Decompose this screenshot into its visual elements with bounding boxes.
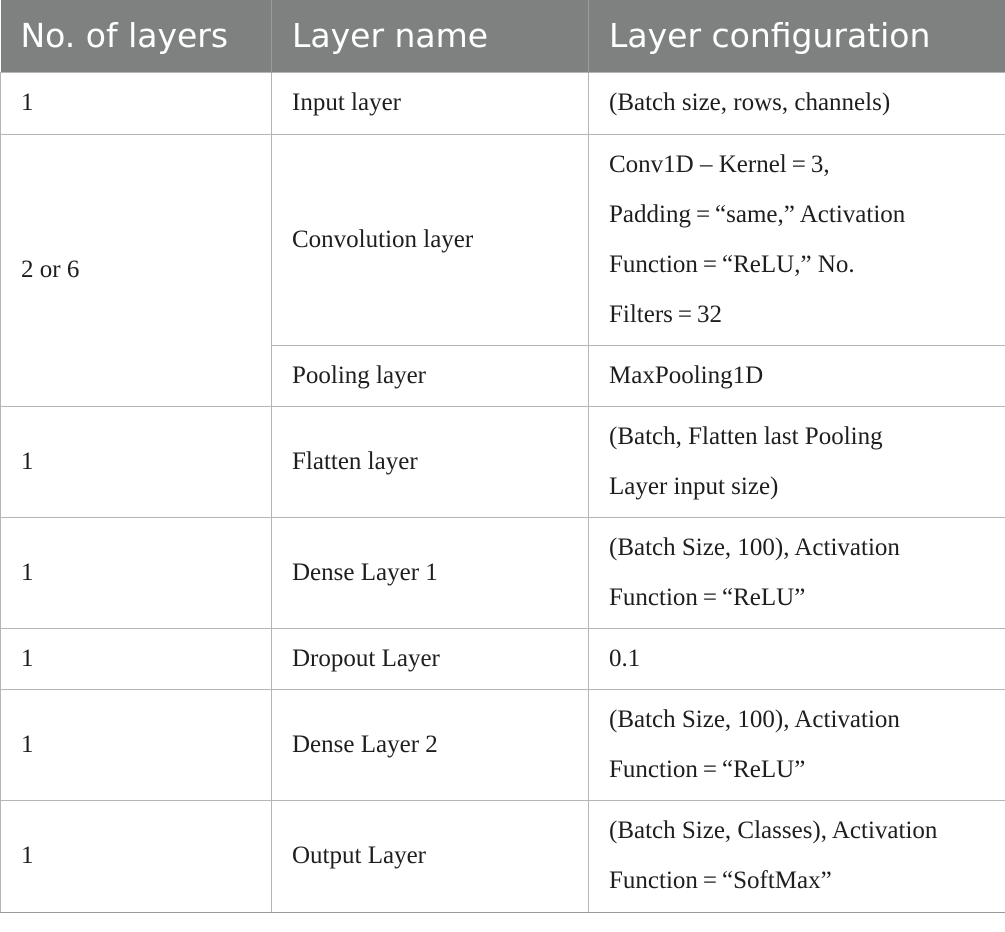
cell-layer-name: Dense Layer 2 [271, 688, 589, 801]
cell-layer-name: Pooling layer [271, 344, 589, 407]
cell-layer-name: Output Layer [271, 799, 589, 913]
table-row: 1 Flatten layer (Batch, Flatten last Poo… [0, 405, 1005, 518]
config-line: (Batch Size, 100), Activation [609, 533, 900, 561]
cell-count: 1 [0, 799, 272, 913]
cell-layer-name: Input layer [271, 71, 589, 135]
config-line: 0.1 [609, 644, 641, 672]
config-line: Conv1D – Kernel = 3, [609, 150, 830, 178]
cell-count: 1 [0, 71, 272, 135]
cell-layer-name: Convolution layer [271, 133, 589, 346]
table-row: 1 Dense Layer 2 (Batch Size, 100), Activ… [0, 688, 1005, 801]
cell-count: 1 [0, 627, 272, 690]
table-row: 2 or 6 Convolution layer Conv1D – Kernel… [0, 133, 1005, 407]
table-row: 1 Dense Layer 1 (Batch Size, 100), Activ… [0, 516, 1005, 629]
cell-config: (Batch, Flatten last Pooling Layer input… [588, 405, 1005, 518]
cell-config: (Batch size, rows, channels) [588, 71, 1005, 135]
config-line: (Batch Size, Classes), Activation [609, 817, 938, 844]
config-line: Function = “ReLU” [609, 583, 806, 611]
table-header: No. of layers Layer name Layer configura… [0, 0, 1005, 72]
cell-layer-name: Dropout Layer [271, 627, 589, 690]
cell-config: (Batch Size, 100), Activation Function =… [588, 688, 1005, 801]
cell-count: 1 [0, 516, 272, 629]
config-line: MaxPooling1D [609, 361, 764, 389]
config-line: Function = “SoftMax” [609, 867, 832, 894]
config-line: Filters = 32 [609, 300, 723, 328]
config-line: Function = “ReLU” [609, 755, 806, 783]
config-line: Padding = “same,” Activation [609, 200, 906, 228]
table-row: Pooling layer MaxPooling1D [1, 344, 1005, 407]
cell-config: (Batch Size, 100), Activation Function =… [588, 516, 1005, 629]
header-layer-name: Layer name [271, 0, 589, 72]
cell-layer-name: Flatten layer [271, 405, 589, 518]
cell-config: (Batch Size, Classes), Activation Functi… [588, 799, 1005, 913]
cell-count: 1 [0, 688, 272, 801]
cell-config: 0.1 [588, 627, 1005, 690]
config-line: (Batch Size, 100), Activation [609, 705, 900, 733]
config-line: (Batch size, rows, channels) [609, 89, 891, 116]
cell-count: 2 or 6 [0, 133, 272, 407]
header-row: No. of layers Layer name Layer configura… [0, 0, 1005, 72]
header-no-of-layers: No. of layers [0, 0, 272, 72]
table-row: 1 Output Layer (Batch Size, Classes), Ac… [0, 799, 1005, 913]
table-row: 1 Input layer (Batch size, rows, channel… [0, 71, 1005, 135]
table-body: 1 Input layer (Batch size, rows, channel… [0, 71, 1005, 913]
cell-config: Conv1D – Kernel = 3, Padding = “same,” A… [588, 133, 1005, 346]
config-line: Function = “ReLU,” No. [609, 250, 855, 278]
cell-config: MaxPooling1D [588, 344, 1005, 407]
header-layer-configuration: Layer configuration [588, 0, 1005, 72]
table-row: 1 Dropout Layer 0.1 [0, 627, 1005, 690]
layer-configuration-table: No. of layers Layer name Layer configura… [0, 0, 1005, 913]
cell-layer-name: Dense Layer 1 [271, 516, 589, 629]
config-line: (Batch, Flatten last Pooling [609, 422, 883, 450]
config-line: Layer input size) [609, 472, 779, 500]
cell-count: 1 [0, 405, 272, 518]
